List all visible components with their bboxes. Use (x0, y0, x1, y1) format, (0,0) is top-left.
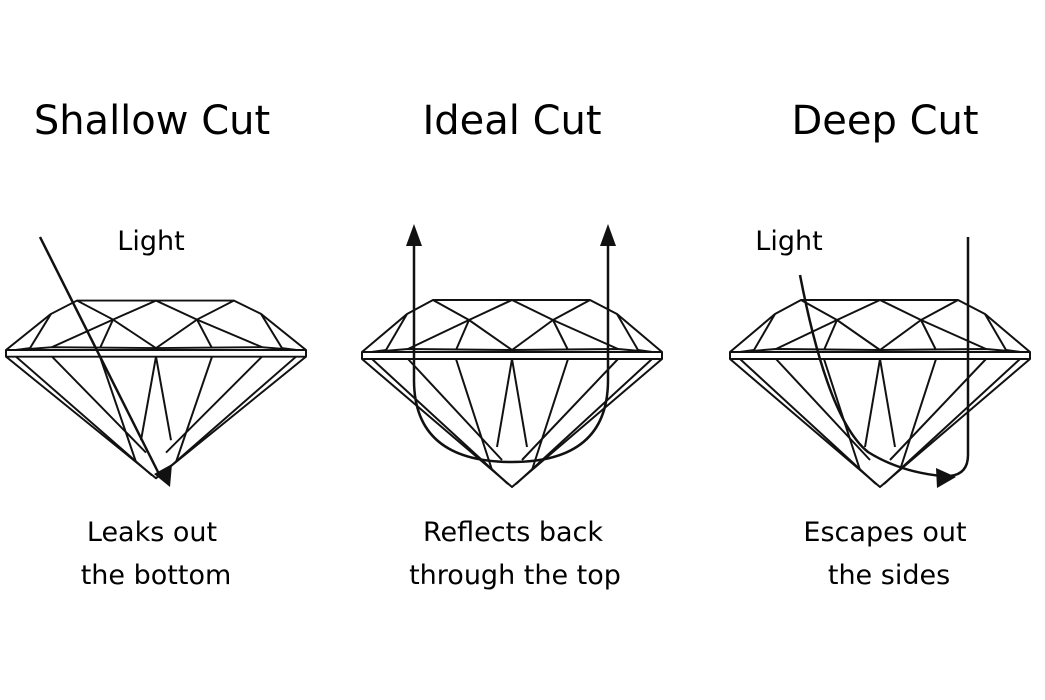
ideal-right-arrowhead-icon (600, 224, 616, 246)
shallow-cut-title: Shallow Cut (34, 98, 270, 144)
deep-light-ray-in (798, 274, 943, 478)
shallow-light-ray (38, 236, 162, 477)
shallow-caption-line-1: Leaks out (87, 517, 217, 548)
ideal-caption-line-2: through the top (409, 560, 621, 591)
ideal-light-ray (412, 240, 610, 464)
deep-light-label: Light (755, 226, 822, 257)
deep-light-ray-out (949, 237, 970, 478)
ideal-diamond (361, 299, 663, 488)
ideal-cut-title: Ideal Cut (422, 98, 601, 144)
shallow-arrowhead-icon (154, 464, 172, 487)
deep-caption-line-2: the sides (828, 560, 950, 591)
ideal-caption-line-1: Reflects back (423, 517, 603, 548)
shallow-diamond (5, 299, 307, 480)
shallow-light-label: Light (117, 226, 184, 257)
ideal-left-arrowhead-icon (406, 224, 422, 246)
deep-caption-line-1: Escapes out (803, 517, 966, 548)
shallow-caption-line-2: the bottom (81, 560, 232, 591)
deep-cut-title: Deep Cut (791, 98, 978, 144)
deep-arrowhead-icon (936, 468, 956, 488)
